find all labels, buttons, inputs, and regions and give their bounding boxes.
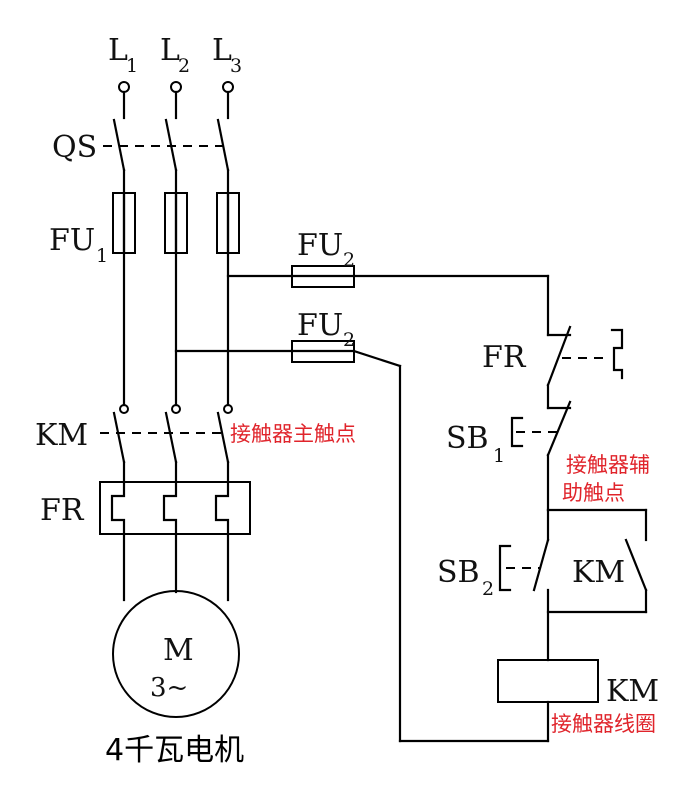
label-l3-sub: 3: [230, 55, 242, 77]
km-coil: [497, 659, 599, 743]
label-l1-sub: 1: [126, 55, 138, 77]
phase-terminals: [118, 81, 234, 120]
label-fu1: FU: [49, 223, 95, 258]
annotations: 接触器主触点 接触器辅 助触点 接触器线圈: [230, 422, 656, 736]
label-fu2-upper: FU: [297, 228, 343, 263]
terminal-l1: [118, 81, 130, 93]
label-fu1-sub: 1: [96, 245, 108, 267]
label-fu2-upper-sub: 2: [343, 249, 355, 271]
control-supply-upper: [226, 265, 550, 337]
label-fr-control: FR: [482, 340, 527, 375]
annotation-aux-contact-line2: 助触点: [562, 481, 625, 505]
label-fu2-lower-sub: 2: [343, 329, 355, 351]
qs-isolating-switch: [103, 118, 230, 172]
fu1-main-fuses: [112, 168, 240, 407]
sb2-start-and-km-aux: [498, 508, 648, 662]
label-sb1: SB: [446, 421, 489, 456]
terminal-l2: [170, 81, 182, 93]
label-l1: L: [108, 33, 128, 68]
label-l2: L: [160, 33, 180, 68]
annotation-aux-contact-line1: 接触器辅: [566, 453, 650, 477]
label-km-aux: KM: [572, 555, 625, 590]
control-supply-lower: [174, 340, 550, 743]
label-sb1-sub: 1: [493, 445, 505, 467]
label-l2-sub: 2: [178, 55, 190, 77]
annotation-main-contact: 接触器主触点: [230, 422, 356, 446]
fr-nc-contact: [546, 325, 624, 410]
label-qs: QS: [52, 130, 97, 165]
label-sb2-sub: 2: [482, 578, 494, 600]
sb1-stop-button: [510, 400, 572, 512]
motor-symbol: [112, 590, 240, 718]
label-km-main: KM: [35, 418, 88, 453]
label-sb2: SB: [437, 555, 480, 590]
label-km-coil: KM: [606, 674, 659, 709]
label-l3: L: [212, 33, 232, 68]
fr-thermal-relay-heaters: [99, 480, 251, 536]
labels: L 1 L 2 L 3 QS FU 1 FU 2 FU 2 FR KM FR S…: [35, 33, 659, 709]
label-fu2-lower: FU: [297, 308, 343, 343]
annotation-coil: 接触器线圈: [551, 712, 656, 736]
terminal-l3: [222, 81, 234, 93]
motor-m-label: M: [163, 633, 194, 668]
motor-caption: 4千瓦电机: [105, 733, 244, 768]
motor-leads: [122, 532, 230, 602]
km-main-contacts: [100, 404, 233, 484]
motor-phase-label: 3~: [150, 673, 188, 703]
label-fr-main: FR: [40, 493, 85, 528]
